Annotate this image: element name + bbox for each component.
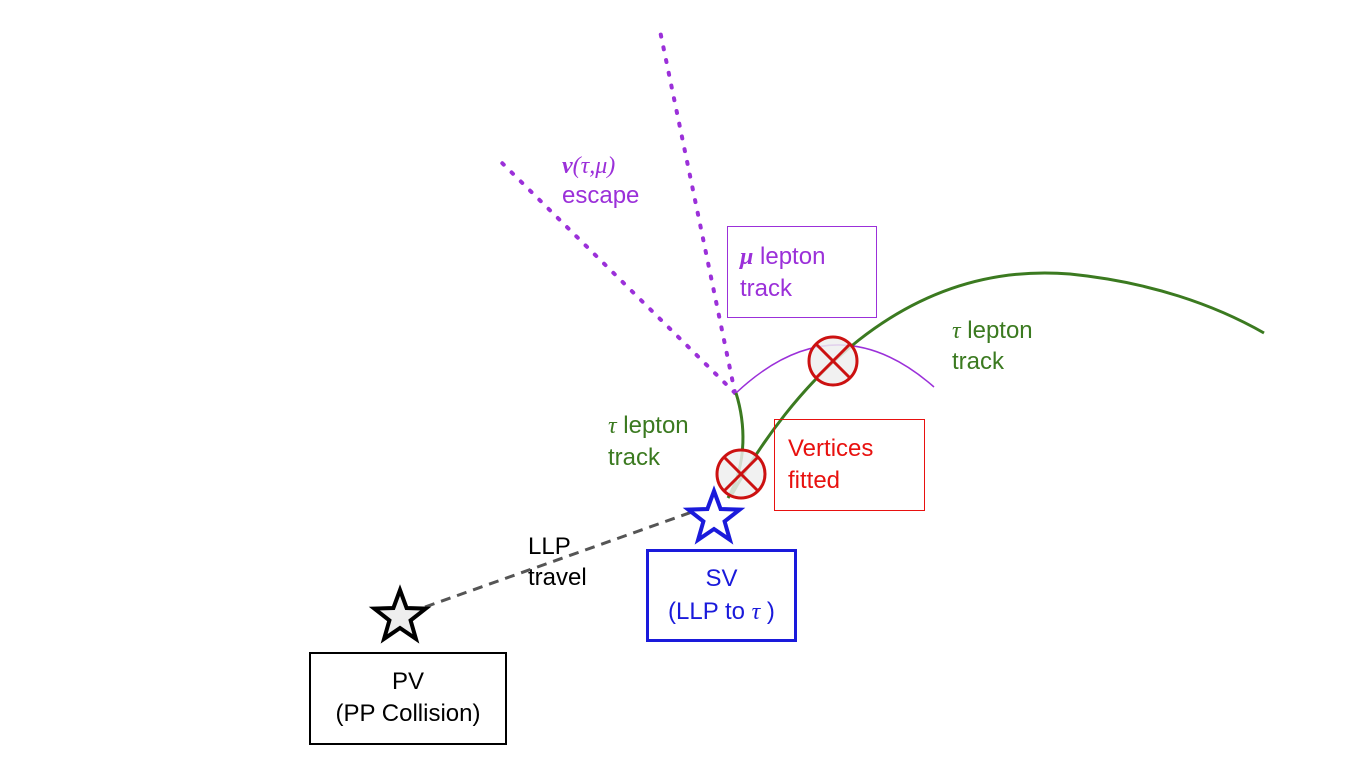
vertices-fitted-line1: Vertices (788, 435, 874, 462)
tau-left-label-line2: track (608, 444, 661, 471)
llp-travel-line2: travel (528, 564, 587, 591)
llp-travel-line1: LLP (528, 533, 571, 560)
llp-travel-line (424, 510, 693, 609)
neutrino-symbol: ν (562, 153, 573, 179)
tau-track-long (729, 271, 1265, 497)
neutrino-escape-line-right (657, 24, 737, 395)
tau-right-symbol: τ (952, 318, 961, 344)
neutrino-escape-label: escape (562, 182, 640, 209)
sv-line2: (LLP to τ ) (646, 596, 797, 628)
muon-label-line2: track (740, 275, 793, 302)
tau-right-label-line2: track (952, 348, 1005, 375)
neutrino-args: (τ,μ) (572, 153, 616, 179)
sv-box (646, 549, 797, 642)
muon-symbol: μ (740, 244, 754, 270)
tau-left-line1-text: lepton (616, 412, 689, 439)
muon-label-line1: μ lepton (740, 241, 825, 273)
tau-right-line1-text: lepton (960, 317, 1033, 344)
pv-line2: (PP Collision) (335, 700, 481, 727)
vertex-marker-lower-icon (715, 448, 767, 500)
tau-left-label-line1: τ lepton (608, 410, 689, 442)
vertex-marker-upper-icon (807, 335, 859, 387)
neutrino-label: ν(τ,μ) (562, 150, 615, 182)
neutrino-escape-line-left (494, 155, 737, 395)
tau-left-symbol: τ (608, 413, 617, 439)
sv-line1: SV (705, 565, 738, 592)
tau-right-label-line1: τ lepton (952, 315, 1033, 347)
sv-line2-suffix: ) (760, 598, 775, 625)
vertices-fitted-line2: fitted (788, 467, 841, 494)
sv-tau-symbol: τ (751, 599, 761, 625)
muon-line1-text: lepton (753, 243, 826, 270)
sv-line2-prefix: (LLP to (668, 598, 752, 625)
pv-box (309, 652, 507, 745)
pv-line1: PV (391, 668, 424, 695)
vertices-fitted-box (774, 419, 925, 511)
pv-star-icon (368, 584, 432, 644)
sv-star-icon (682, 485, 746, 545)
muon-label-box (727, 226, 877, 318)
